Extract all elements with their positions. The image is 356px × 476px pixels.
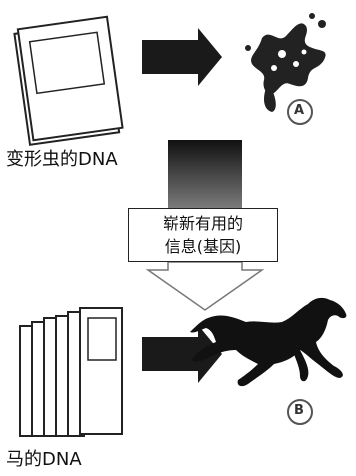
info-line-2: 信息(基因) [164, 237, 242, 256]
book-stack-icon [19, 307, 123, 437]
arrow-right-icon [142, 28, 222, 86]
info-line-1: 崭新有用的 [162, 214, 243, 233]
marker-a-label: A [294, 103, 305, 118]
marker-b-label: B [294, 403, 304, 418]
arrow-right-icon [142, 325, 222, 383]
amoeba-icon [245, 13, 326, 112]
new-info-box: 崭新有用的 信息(基因) [128, 208, 278, 262]
horse-dna-label: 马的DNA [6, 449, 82, 470]
single-book-icon [13, 15, 124, 146]
horse-icon [190, 297, 347, 387]
marker-b [287, 399, 313, 425]
amoeba-dna-label: 变形虫的DNA [6, 149, 118, 170]
marker-a [287, 99, 313, 125]
